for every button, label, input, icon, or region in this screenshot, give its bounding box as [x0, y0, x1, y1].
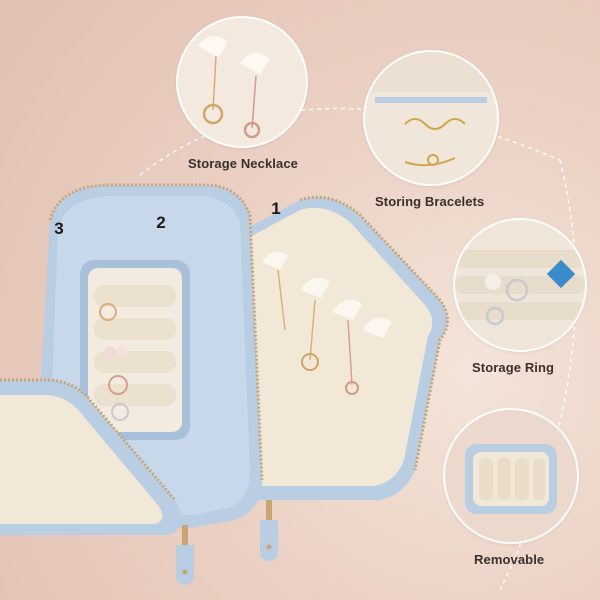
ring-detail-image — [455, 220, 585, 350]
ring-detail-bubble — [455, 220, 585, 350]
necklace-hooks — [262, 251, 392, 395]
caption-storage-ring: Storage Ring — [472, 360, 555, 375]
caption-storing-bracelets: Storing Bracelets — [375, 194, 485, 209]
bracelets-detail-bubble — [365, 52, 497, 184]
zipper-pulls — [176, 500, 278, 585]
removable-detail-bubble — [445, 410, 577, 542]
caption-storage-necklace: Storage Necklace — [188, 156, 298, 171]
compartment-number-3: 3 — [54, 219, 64, 238]
ring-rolls — [94, 285, 176, 421]
bracelets-detail-image — [365, 52, 497, 184]
compartment-number-1: 1 — [271, 199, 281, 218]
necklace-detail-image — [178, 18, 306, 146]
caption-removable: Removable — [474, 552, 545, 567]
compartment-number-2: 2 — [156, 213, 166, 232]
removable-detail-image — [445, 410, 577, 542]
necklace-detail-bubble — [178, 18, 306, 146]
